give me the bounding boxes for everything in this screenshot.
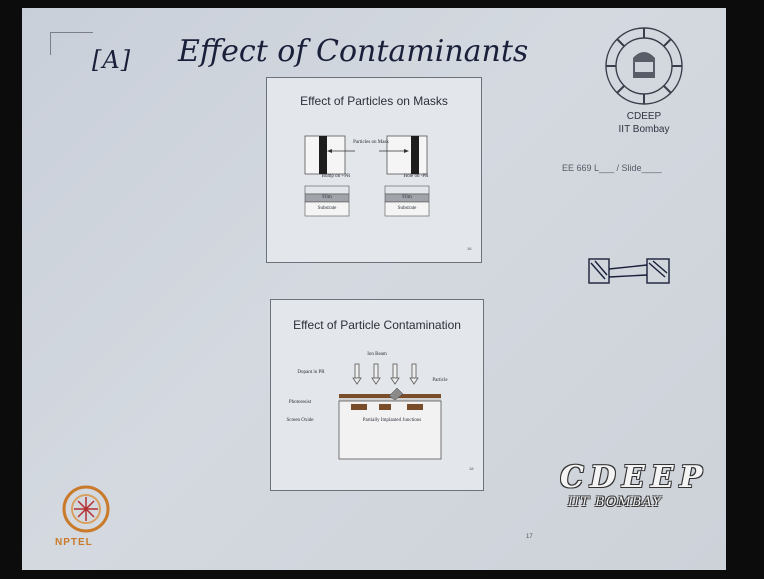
slide-thumbnail-particle-contamination: Effect of Particle Contamination 18 Ion … <box>270 299 484 491</box>
watermark-title: CDEEP <box>560 460 730 495</box>
cdeep-watermark: CDEEP IIT BOMBAY <box>560 460 730 510</box>
junction-label: Partially Implanted Junctions <box>337 418 447 424</box>
slide-title: Effect of Particle Contamination <box>271 318 483 332</box>
screen-oxide-label: Screen Oxide <box>279 418 321 424</box>
substrate-label-left: Substrate <box>305 206 349 212</box>
hand-sketch <box>587 255 671 289</box>
emblem-line-2: IIT Bombay <box>583 123 705 136</box>
slide-thumbnail-particles-on-masks: Effect of Particles on Masks 16 Particle <box>266 77 482 263</box>
slide-page-number: 16 <box>467 246 472 251</box>
emblem-caption: CDEEP IIT Bombay <box>583 110 705 136</box>
handwritten-section-tag: [A] <box>92 46 131 74</box>
film-label-left: Film <box>305 195 349 201</box>
particle-label: Particle <box>425 378 455 384</box>
dopant-label: Dopant in PR <box>289 370 333 376</box>
hole-label: Hole on -PR <box>401 174 431 180</box>
film-label-right: Film <box>385 195 429 201</box>
handwritten-title: Effect of Contaminants <box>178 34 528 69</box>
bump-label: Bump on +PR <box>321 174 351 180</box>
photoresist-label: Photoresist <box>279 400 321 406</box>
substrate-label-right: Substrate <box>385 206 429 212</box>
page-corner-mark <box>50 32 93 55</box>
watermark-subtitle: IIT BOMBAY <box>568 495 730 510</box>
emblem-line-1: CDEEP <box>583 110 705 123</box>
slide-page-number: 18 <box>469 466 474 471</box>
slide-title: Effect of Particles on Masks <box>267 94 481 108</box>
nptel-label: NPTEL <box>55 537 93 548</box>
page-note-number: 17 <box>526 534 533 540</box>
particles-on-mask-label: Particles on Mask <box>353 140 389 146</box>
ion-beam-label: Ion Beam <box>357 352 397 358</box>
slide-reference-field: EE 669 L___ / Slide____ <box>562 163 662 173</box>
